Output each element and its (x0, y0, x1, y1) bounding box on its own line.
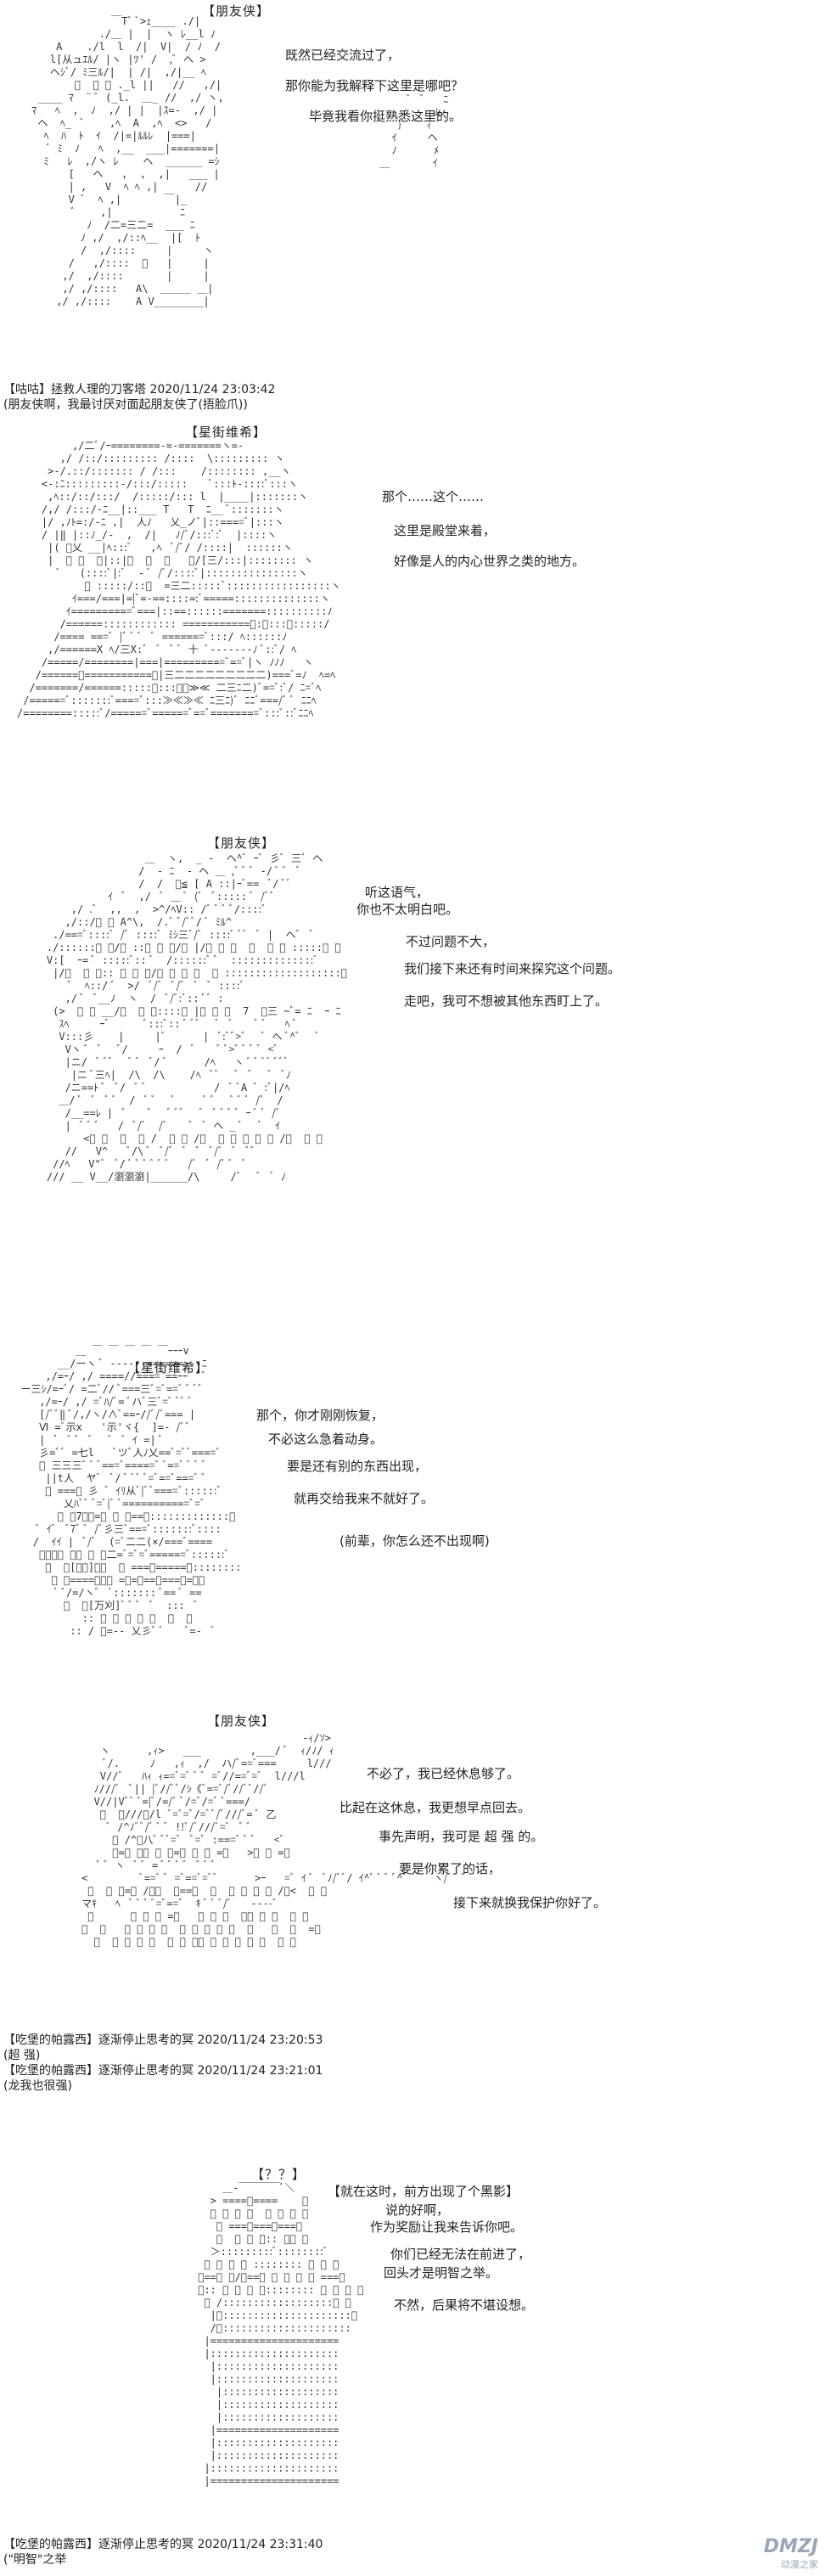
ascii-art-side: ﾞ ﾞ ﾆ ﾑ ｝ ｨ ｲ ヘ ﾉ ﾒ ＿ ｲ (379, 93, 449, 169)
dialogue-line: 那你能为我解释下这里是哪吧？ (285, 78, 464, 93)
comment-text: (超 强) (3, 2049, 41, 2062)
dialogue-line: 要是你累了的话， (399, 1861, 502, 1876)
comment-meta: 【吃堡的帕露西】逐渐停止思考的冥 2020/11/24 23:21:01 (3, 2064, 323, 2078)
dialogue-line: 【就在这时，前方出现了个黑影】 (328, 2184, 519, 2199)
dialogue-line: 事先声明，我可是 超 强 的。 (379, 1829, 544, 1844)
comment-meta: 【吃堡的帕露西】逐渐停止思考的冥 2020/11/24 23:31:40 (3, 2538, 323, 2551)
speaker-name: 【朋友侠】 (202, 3, 271, 19)
dialogue-line: (前辈，你怎么还不出现啊) (340, 1533, 490, 1549)
dialogue-line: 毕竟我看你挺熟悉这里的。 (309, 109, 463, 124)
ascii-art-figure: ＿-￣￣￣￣ﾞ＼ > ====ﾞ==== ﾞ ﾞ ﾞ ﾞ ﾞ ﾞ ﾞ ﾞ ﾞ ﾞ… (192, 2182, 364, 2487)
speaker-name: 【？？】 (251, 2167, 306, 2182)
dialogue-line: 既然已经交流过了， (285, 48, 401, 63)
logo-text: DMZJ (763, 2536, 818, 2557)
comment-meta: 【咕咕】拯救人理的刀客塔 2020/11/24 23:03:42 (3, 383, 276, 397)
dialogue-line: 作为奖励让我来告诉你吧。 (370, 2219, 524, 2235)
dialogue-line: 说的好啊， (385, 2202, 450, 2218)
ascii-art-figure: ＿ ヽ, _ - ヘ^ﾞ ｰﾞ 彡ﾞ 三ﾞ ヘ / ‐ ﾆ - ヘ ＿ ,ﾞ ﾞ… (46, 852, 347, 1183)
panel-6: 【？？】 【就在这时，前方出现了个黑影】 ＿-￣￣￣￣ﾞ＼ > ====ﾞ===… (0, 2131, 825, 2576)
dialogue-line: 你们已经无法在前进了， (390, 2247, 531, 2262)
ascii-art-figure: -ｨ/ｿ> ヽ ,ｨ> ___ ,___/ ﾞ ｨ/ﾉ/ ｨ ﾞ/. ﾉ ,ｨ … (75, 1732, 474, 1948)
speaker-name: 【星街维希】 (127, 1360, 210, 1375)
dialogue-line: 不过问题不大， (406, 934, 496, 949)
ascii-art-figure: ,/二ﾞ/ｰ========-=-=======ヽ=- ,/ /::/:::::… (17, 440, 341, 719)
dialogue-line: 不必这么急着动身。 (268, 1431, 384, 1447)
dialogue-line: 回头才是明智之举。 (384, 2265, 499, 2281)
dialogue-line: 我们接下来还有时间来探究这个问题。 (404, 961, 621, 976)
ascii-art-figure: ＿ ￣ ￣ ￣ ￣ ￣ｰｰｰv __/ーヽ ﾞ ------======---ﾆ… (20, 1345, 242, 1637)
dialogue-line: 不然，后果将不堪设想。 (394, 2298, 535, 2313)
comment-meta: 【吃堡的帕露西】逐渐停止思考的冥 2020/11/24 23:20:53 (3, 2033, 323, 2047)
dialogue-line: 听这语气， (365, 885, 429, 900)
panel-2: 【星街维希】 ,/二ﾞ/ｰ========-=-=======ヽ=- ,/ /:… (0, 416, 825, 824)
dialogue-line: 接下来就换我保护你好了。 (453, 1895, 607, 1910)
comment-text: ("明智"之举 (3, 2553, 67, 2567)
speaker-name: 【朋友侠】 (207, 1713, 276, 1729)
comment-text: (龙我也很强) (3, 2079, 72, 2093)
dialogue-line: 比起在这休息，我更想早点回去。 (340, 1800, 531, 1815)
panel-1: 【朋友侠】 ￣Tﾞ ﾞ>ｪ____ ./| ./＿ | | ヽ ﾚ__l ﾉ A… (0, 0, 825, 416)
dialogue-line: 这里是殿堂来着， (394, 523, 497, 538)
dialogue-line: 那个……这个…… (382, 489, 485, 504)
dialogue-line: 那个，你才刚刚恢复， (256, 1408, 384, 1423)
panel-3: 【朋友侠】 ＿ ヽ, _ - ヘ^ﾞ ｰﾞ 彡ﾞ 三ﾞ ヘ / ‐ ﾆ - ヘ … (0, 824, 825, 1265)
dialogue-line: 走吧，我可不想被其他东西盯上了。 (404, 993, 609, 1009)
dialogue-line: 就再交给我来不就好了。 (294, 1491, 435, 1506)
logo-subtitle: 动漫之家 (781, 2559, 818, 2570)
speaker-name: 【星街维希】 (185, 425, 267, 440)
dialogue-line: 不必了，我已经休息够了。 (367, 1766, 520, 1781)
dialogue-line: 好像是人的内心世界之类的地方。 (394, 554, 586, 569)
dialogue-line: 要是还有别的东西出现， (287, 1459, 428, 1474)
speaker-name: 【朋友侠】 (207, 835, 276, 851)
comment-text: (朋友侠啊，我最讨厌对面起朋友侠了(捂脸爪)) (3, 398, 248, 412)
ascii-art-figure: ￣Tﾞ ﾞ>ｪ____ ./| ./＿ | | ヽ ﾚ__l ﾉ A ./l l… (31, 15, 224, 307)
dialogue-line: 你也不太明白吧。 (356, 902, 459, 917)
panel-5: 【朋友侠】 -ｨ/ｿ> ヽ ,ｨ> ___ ,___/ ﾞ ｨ/ﾉ/ ｨ ﾞ/.… (0, 1707, 825, 2131)
panel-4: 【星街维希】 ＿ ￣ ￣ ￣ ￣ ￣ｰｰｰv __/ーヽ ﾞ ------===… (0, 1265, 825, 1707)
dmzj-logo: DMZJ 动漫之家 (764, 2536, 818, 2571)
